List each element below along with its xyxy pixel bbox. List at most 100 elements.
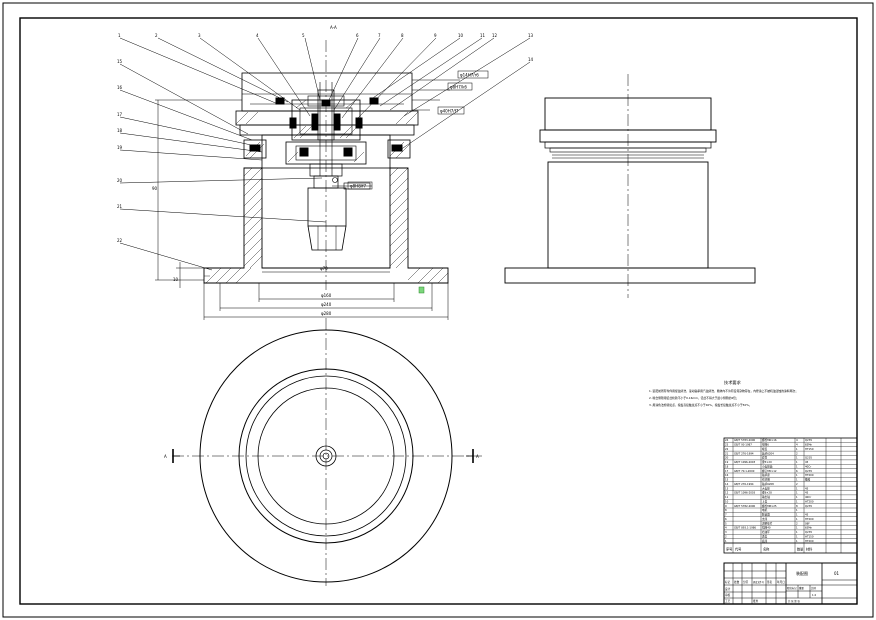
parts-cell: 65Mn (805, 443, 813, 447)
parts-cell: GB/T 5783-2000 (734, 438, 756, 442)
notes-line-3: 3. 用涂色法检验斑点，按齿高接触斑点不小于40%，按齿长接触斑点不小于50%。 (649, 403, 752, 407)
svg-text:批准: 批准 (753, 599, 759, 603)
parts-cell: 6 (796, 469, 798, 473)
parts-cell: 21 (725, 451, 729, 455)
parts-cell: GB/T 276-1994 (734, 451, 754, 455)
parts-cell: 1 (796, 499, 798, 503)
svg-text:17: 17 (117, 112, 123, 117)
dim-inner-width: φ70 (320, 266, 328, 271)
leader-numbers: 1 2 3 4 5 6 7 8 9 10 11 12 13 14 15 16 1… (117, 33, 534, 243)
svg-text:2: 2 (155, 33, 158, 38)
parts-cell: 8 (725, 508, 727, 512)
side-view (504, 74, 756, 298)
svg-text:22: 22 (117, 238, 123, 243)
view-mark-left: A (164, 454, 167, 459)
svg-text:处数: 处数 (734, 580, 740, 584)
parts-cell: Q235 (805, 504, 812, 508)
notes-line-2: 2. 啮合侧隙用铅丝检验不小于0.16mm，铅丝不得大于最小侧隙的4倍； (649, 396, 739, 400)
parts-header-cell: 序号 (726, 547, 732, 552)
parts-cell: GB/T 5782-2000 (734, 504, 756, 508)
title-block-text: 装配图 01 标记 处数 分区 更改文件号 签名 年月日 设计 审核 工艺 批准… (725, 570, 840, 603)
parts-cell: 2 (796, 482, 798, 486)
parts-cell: 小齿轮轴 (762, 464, 773, 468)
parts-cell: 调整垫片 (762, 521, 773, 525)
svg-text:1: 1 (118, 33, 121, 38)
svg-text:5: 5 (302, 33, 305, 38)
parts-cell: 电机 (762, 508, 768, 512)
parts-cell: 垫圈6 (762, 443, 769, 447)
parts-cell: 1 (796, 526, 798, 530)
parts-cell: 透盖 (762, 534, 768, 538)
parts-cell: 4 (796, 443, 798, 447)
parts-cell: Q235 (805, 438, 812, 442)
svg-text:14: 14 (528, 57, 534, 62)
svg-text:18: 18 (117, 128, 123, 133)
parts-cell: 14 (725, 482, 729, 486)
parts-cell: 联轴器 (762, 513, 770, 517)
parts-cell: GB/T 93-1987 (734, 443, 752, 447)
leader-lines (119, 37, 531, 271)
parts-cell: 轴承6204 (762, 451, 774, 455)
parts-cell: Q235 (805, 530, 812, 534)
parts-cell: Q235 (805, 456, 812, 460)
parts-cell: 40Cr (805, 495, 812, 499)
parts-cell: 45 (805, 513, 809, 517)
parts-cell: HT200 (805, 517, 814, 521)
parts-cell: 45 (805, 460, 809, 464)
title-block (723, 562, 858, 605)
svg-text:1:2: 1:2 (812, 593, 817, 597)
parts-cell: 08F (805, 521, 810, 525)
svg-text:更改文件号: 更改文件号 (753, 580, 765, 584)
svg-text:比例: 比例 (811, 586, 816, 590)
parts-cell: 1 (796, 473, 798, 477)
parts-cell: GB/T 1096-2003 (734, 491, 756, 495)
section-view: A-A (117, 25, 534, 320)
parts-cell: 螺栓M8×25 (762, 504, 777, 508)
svg-text:分区: 分区 (743, 580, 749, 584)
gear-bearing-stack (249, 82, 403, 177)
notes-line-1: 1. 装配前所有零件用煤油清洗，滚动轴承用汽油清洗，箱体内不许有任何杂物存在，内… (649, 389, 798, 393)
svg-text:φ8H8/f7: φ8H8/f7 (350, 184, 366, 189)
parts-cell: Q235 (805, 469, 812, 473)
parts-cell: GB/T 893.1-1986 (734, 526, 756, 530)
parts-cell: 16 (725, 473, 729, 477)
parts-cell: 上盖 (762, 499, 768, 503)
parts-cell: 1 (796, 491, 798, 495)
svg-text:15: 15 (117, 59, 123, 64)
svg-text:审核: 审核 (725, 593, 731, 597)
parts-cell: 套筒 (762, 456, 768, 460)
parts-cell: 挡圈40 (762, 526, 771, 530)
svg-text:阶段标记: 阶段标记 (787, 586, 797, 590)
parts-cell: 大齿轮 (762, 486, 770, 490)
svg-text:19: 19 (117, 145, 123, 150)
parts-cell: 2 (725, 534, 727, 538)
insert-marker (418, 286, 425, 294)
parts-cell: 1 (796, 464, 798, 468)
svg-text:φ14H7/r6: φ14H7/r6 (460, 73, 479, 78)
parts-cell: HT200 (805, 539, 814, 543)
parts-cell: 45 (805, 486, 809, 490)
parts-cell: 5 (725, 521, 727, 525)
parts-cell: GB/T 70.1-2000 (734, 469, 755, 473)
svg-text:6: 6 (356, 33, 359, 38)
parts-cell: 端盖 (762, 447, 768, 451)
parts-cell: GB/T 1096-2003 (734, 460, 756, 464)
parts-cell: 13 (725, 486, 729, 490)
parts-cell: 24 (725, 438, 729, 442)
parts-cell: 12 (725, 491, 729, 495)
plan-view (172, 318, 482, 586)
svg-text:设计: 设计 (725, 587, 731, 591)
fit-notes: φ14H7/r6 φ8H7/k6 φ40H7/f7 φ8H8/f7 (347, 70, 489, 190)
dim-total-width: φ280 (321, 311, 332, 316)
parts-cell: 键5×20 (762, 460, 772, 464)
parts-cell: 65Mn (805, 526, 813, 530)
svg-text:签名: 签名 (767, 580, 773, 584)
parts-header-cell: 代号 (735, 547, 741, 552)
parts-cell: 挡油环 (762, 530, 770, 534)
parts-cell: 17 (725, 469, 729, 473)
parts-cell: 6 (725, 517, 727, 521)
parts-cell: 7 (725, 513, 727, 517)
